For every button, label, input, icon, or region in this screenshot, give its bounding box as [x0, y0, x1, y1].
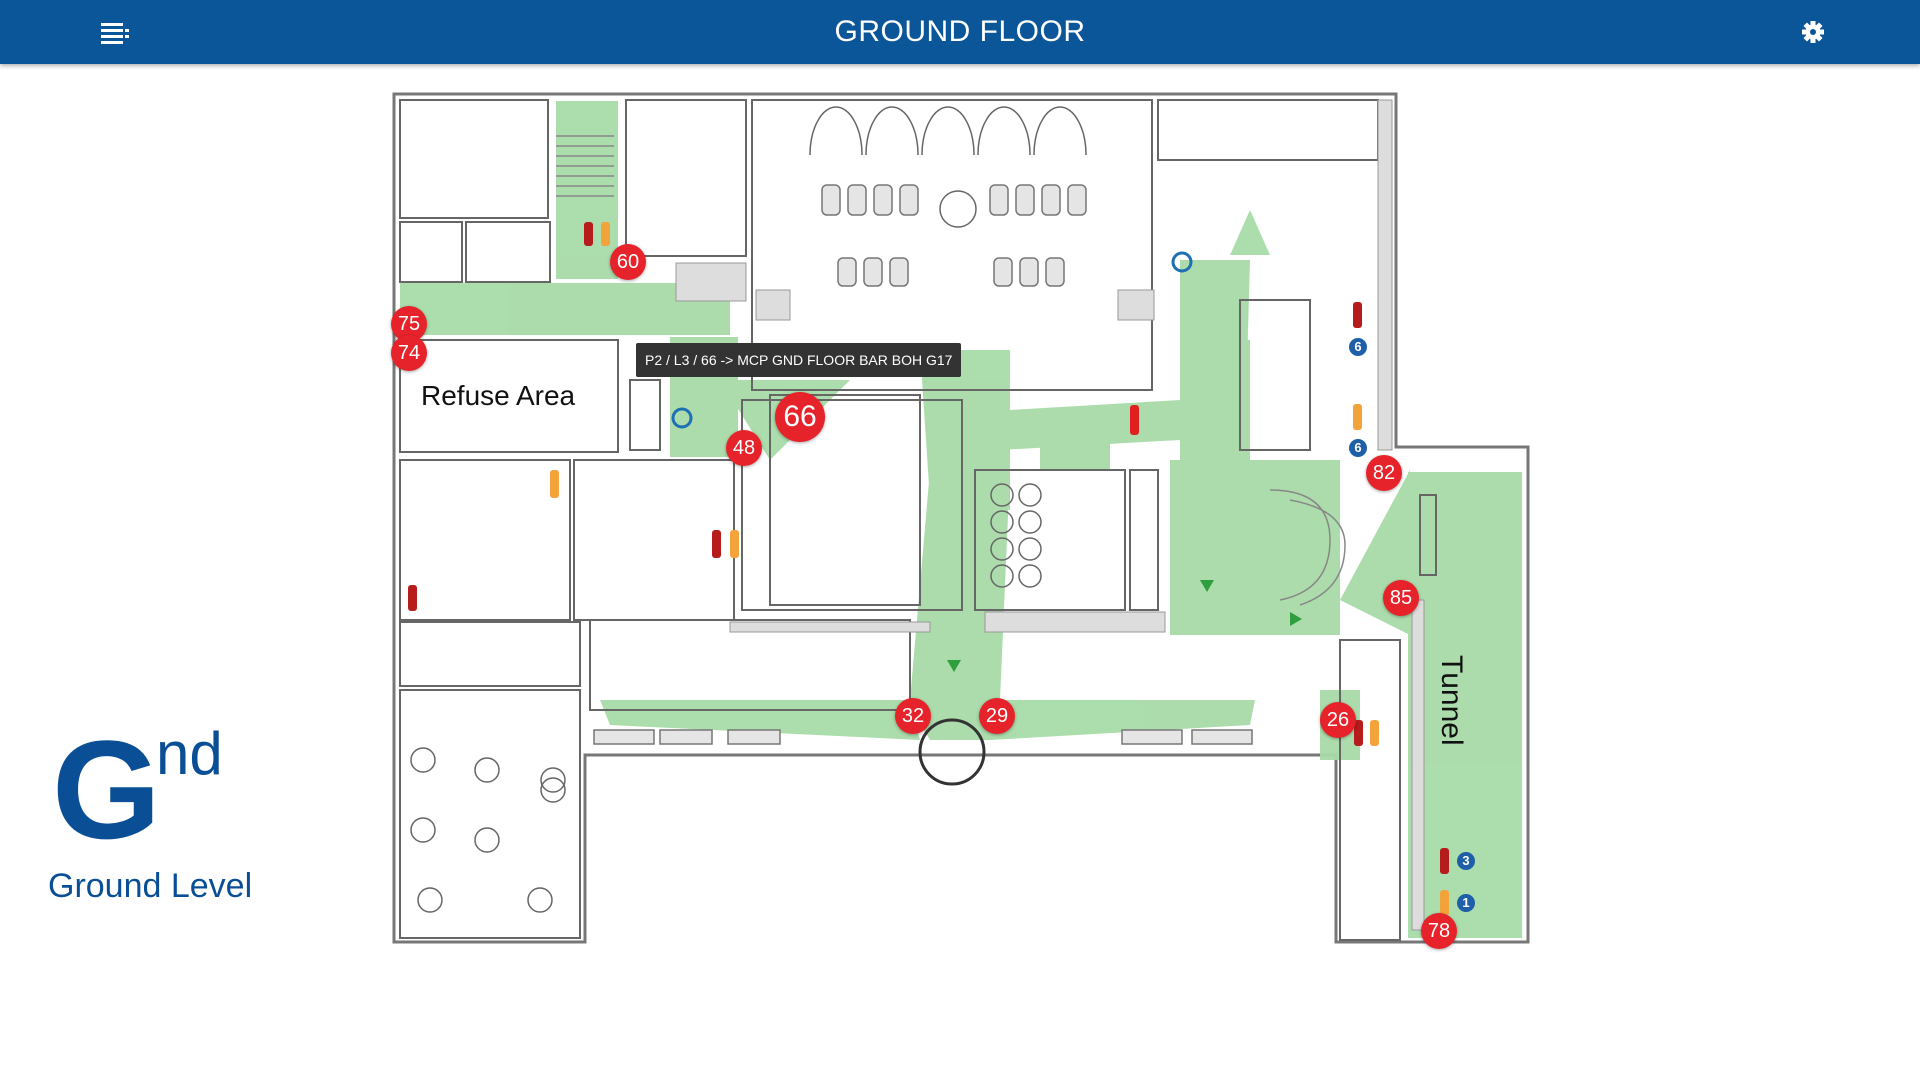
top-app-bar: GROUND FLOOR	[0, 0, 1920, 64]
refuse-area-label: Refuse Area	[421, 380, 576, 411]
location-marker[interactable]: 26	[1320, 702, 1356, 738]
location-marker[interactable]: 78	[1421, 913, 1457, 949]
page-title: GROUND FLOOR	[834, 15, 1086, 48]
location-marker[interactable]: 29	[979, 698, 1015, 734]
extinguisher-count-badge: 3	[1457, 852, 1475, 870]
location-marker[interactable]: 48	[726, 430, 762, 466]
extinguisher-count-badge: 6	[1349, 439, 1367, 457]
level-superscript: nd	[156, 720, 223, 787]
extinguisher-count-badge: 1	[1457, 894, 1475, 912]
location-marker[interactable]: 82	[1366, 455, 1402, 491]
extinguisher-count-badge: 6	[1349, 338, 1367, 356]
location-marker[interactable]: 60	[610, 244, 646, 280]
level-indicator: G nd Ground Level	[46, 720, 276, 910]
menu-icon[interactable]	[90, 14, 140, 50]
location-marker[interactable]: 85	[1383, 580, 1419, 616]
location-marker-selected[interactable]: 66	[775, 392, 825, 442]
gear-icon[interactable]	[1793, 12, 1833, 52]
location-tooltip: P2 / L3 / 66 -> MCP GND FLOOR BAR BOH G1…	[636, 343, 962, 377]
level-letter: G	[52, 711, 161, 868]
location-marker[interactable]: 74	[391, 335, 427, 371]
tunnel-label: Tunnel	[1435, 655, 1468, 746]
floor-plan-map[interactable]	[390, 90, 1540, 950]
level-caption: Ground Level	[48, 867, 253, 905]
location-marker[interactable]: 32	[895, 698, 931, 734]
